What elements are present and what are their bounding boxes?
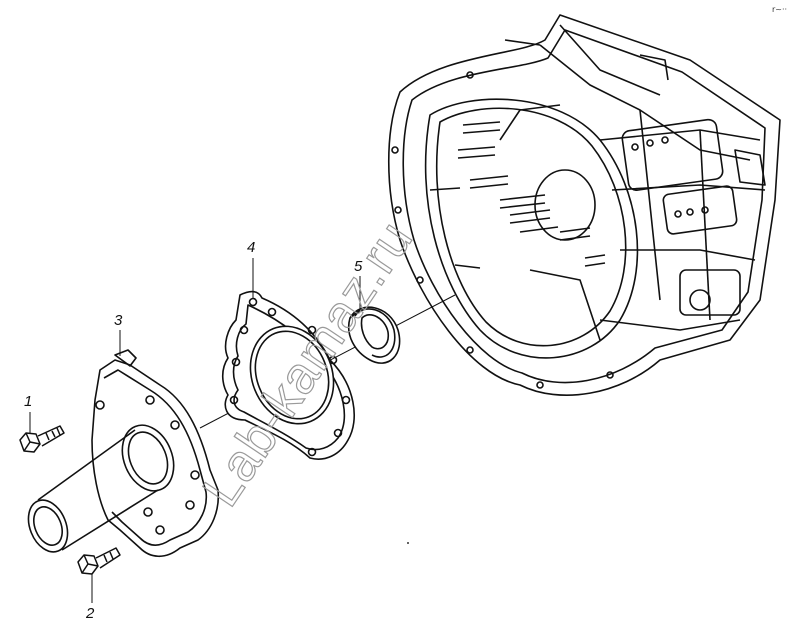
callout-2: 2 <box>85 605 95 622</box>
callout-1: 1 <box>24 393 32 410</box>
gasket <box>221 290 355 460</box>
bolt-lower <box>77 547 121 575</box>
corner-mark: r~·· <box>772 5 787 14</box>
seal-ring <box>348 306 401 364</box>
callout-5: 5 <box>354 258 363 275</box>
bolt-upper <box>19 425 65 453</box>
gearbox-housing <box>388 14 781 396</box>
callout-4: 4 <box>247 239 255 256</box>
leader-lines <box>29 258 361 603</box>
callout-3: 3 <box>114 312 123 329</box>
bearing-cover <box>27 349 220 558</box>
stray-dot <box>407 542 409 544</box>
